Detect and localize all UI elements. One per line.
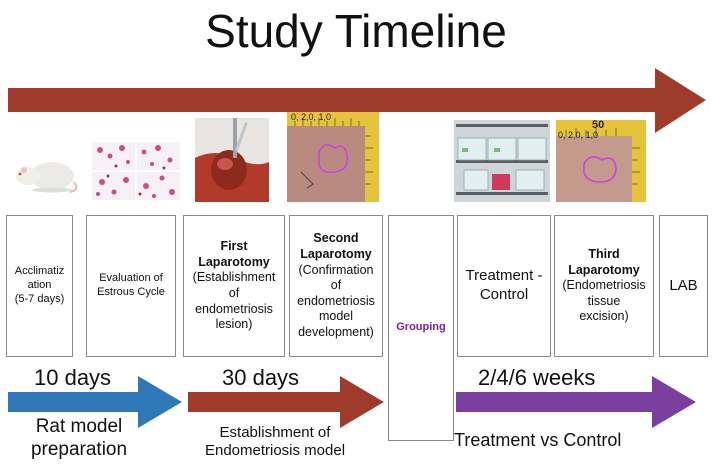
ruler-label-1: 0, 2,0, 1,0 — [291, 112, 332, 122]
treatment-line-1: Treatment - — [465, 267, 543, 285]
stage-first-laparotomy: First Laparotomy (Establishment of endom… — [183, 215, 285, 357]
first-lap-title-2: Laparotomy — [198, 254, 270, 269]
caption-establishment: Establishment of Endometriosis model — [180, 424, 370, 460]
second-lap-title-1: Second — [313, 231, 359, 246]
estrous-line-1: Evaluation of — [99, 272, 163, 285]
establishment-arrow — [188, 376, 384, 428]
grouping-label: Grouping — [396, 321, 446, 334]
second-lap-detail-2: of — [330, 278, 342, 293]
duration-30-days: 30 days — [222, 365, 300, 390]
first-lap-detail-1: (Establishment — [192, 270, 276, 285]
surgery-photo — [195, 118, 269, 202]
caption-rat-model-line-1: Rat model — [35, 416, 123, 437]
ruler-label-3: 0, 2,0, 1,0 — [558, 130, 599, 140]
caption-establishment-line-1: Establishment of — [219, 424, 331, 441]
first-lap-detail-2: of — [228, 286, 240, 300]
cage-photo — [454, 120, 550, 202]
third-lap-detail-2: tissue — [587, 293, 621, 308]
treatment-line-2: Control — [479, 286, 529, 303]
main-timeline-arrow — [8, 68, 706, 133]
duration-weeks: 2/4/6 weeks — [478, 365, 596, 390]
first-lap-title-1: First — [220, 239, 248, 254]
lab-label: LAB — [669, 276, 698, 294]
second-lap-detail-4: model — [318, 309, 354, 324]
caption-establishment-line-2: Endometriosis model — [204, 442, 346, 459]
second-lap-title-2: Laparotomy — [300, 246, 372, 261]
rat-model-arrow — [8, 376, 182, 428]
second-lap-detail-1: (Confirmation — [298, 262, 374, 277]
third-lap-title-1: Third — [588, 246, 620, 261]
third-lap-detail-1: (Endometriosis — [562, 278, 646, 293]
rat-photo — [4, 148, 78, 196]
stage-treatment-control: Treatment - Control — [457, 215, 551, 357]
stage-estrous-cycle: Evaluation of Estrous Cycle — [86, 215, 176, 357]
duration-10-days: 10 days — [34, 365, 112, 390]
estrous-smear-photo — [92, 142, 180, 200]
acclimatization-line-2: ation — [27, 279, 52, 292]
caption-treatment-vs-control: Treatment vs Control — [454, 430, 622, 450]
acclimatization-line-3: (5-7 days) — [14, 292, 65, 305]
page-title: Study Timeline — [205, 5, 507, 57]
lesion-ruler-photo-1: 0, 2,0, 1,0 — [287, 112, 379, 202]
stage-grouping: Grouping — [388, 215, 454, 441]
acclimatization-line-1: Acclimatiz — [14, 265, 65, 278]
stage-second-laparotomy: Second Laparotomy (Confirmation of endom… — [289, 215, 383, 357]
first-lap-detail-3: endometriosis — [195, 301, 273, 316]
first-lap-detail-4: lesion) — [215, 317, 253, 332]
second-lap-detail-5: development) — [298, 325, 374, 340]
caption-rat-model-line-2: preparation — [30, 438, 128, 460]
estrous-line-2: Estrous Cycle — [97, 286, 165, 298]
third-lap-detail-3: excision) — [579, 309, 629, 324]
ruler-label-2: 50 — [592, 120, 605, 131]
lesion-ruler-photo-2: 50 0, 2,0, 1,0 — [556, 120, 646, 202]
stage-third-laparotomy: Third Laparotomy (Endometriosis tissue e… — [554, 215, 654, 357]
third-lap-title-2: Laparotomy — [568, 262, 640, 277]
stage-acclimatization: Acclimatiz ation (5-7 days) — [6, 215, 73, 357]
treatment-arrow — [456, 376, 696, 428]
second-lap-detail-3: endometriosis — [297, 293, 375, 308]
stage-lab: LAB — [659, 215, 708, 357]
caption-rat-model: Rat model preparation — [4, 416, 154, 462]
